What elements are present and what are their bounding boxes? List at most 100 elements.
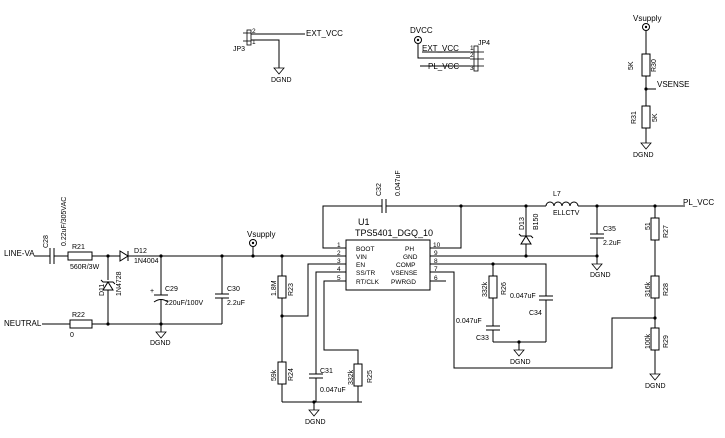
d12-diode bbox=[119, 250, 129, 262]
dgnd-label-jp3: DGND bbox=[271, 77, 292, 84]
r25-ref: R25 bbox=[367, 370, 374, 383]
c30-value: 2.2uF bbox=[227, 300, 245, 307]
u1-pin3-num: 3 bbox=[337, 258, 341, 265]
r29-resistor bbox=[650, 327, 660, 351]
c29-ref: C29 bbox=[165, 286, 178, 293]
ground-symbol-r29 bbox=[649, 373, 661, 381]
r26-ref: R26 bbox=[501, 282, 508, 295]
c34-capacitor bbox=[539, 295, 553, 301]
r30-resistor bbox=[641, 53, 651, 77]
ground-symbol-r31 bbox=[640, 142, 652, 150]
c32-ref: C32 bbox=[376, 183, 383, 196]
l7-inductor bbox=[545, 201, 579, 207]
r22-resistor bbox=[69, 319, 93, 329]
u1-pin4-name: SS/TR bbox=[356, 270, 375, 277]
r27-ref: R27 bbox=[663, 225, 670, 238]
d11-value: 1N4728 bbox=[116, 271, 123, 296]
r24-value: 59k bbox=[271, 369, 278, 381]
ground-symbol-jp3 bbox=[273, 67, 285, 75]
r26-resistor bbox=[488, 275, 498, 299]
d13-schottky-diode bbox=[518, 233, 534, 245]
jp4-pin1: 1 bbox=[470, 45, 474, 52]
jp3-connector: 2 1 JP3 bbox=[233, 28, 256, 53]
d13-value: B150 bbox=[533, 214, 540, 230]
u1-pin1-num: 1 bbox=[337, 242, 341, 249]
c34-ref: C34 bbox=[529, 310, 542, 317]
u1-part: TPS5401_DGQ_10 bbox=[355, 228, 433, 238]
vsupply-terminal-top bbox=[642, 23, 650, 31]
c28-value: 0.22uF/305VAC bbox=[61, 197, 68, 246]
c28-ref: C28 bbox=[43, 235, 50, 248]
jp4-pin3: 3 bbox=[470, 65, 474, 72]
r28-resistor bbox=[650, 275, 660, 299]
r21-ref: R21 bbox=[72, 244, 85, 251]
d13-ref: D13 bbox=[519, 217, 526, 230]
r29-value: 100k bbox=[645, 333, 652, 349]
u1-ref: U1 bbox=[358, 217, 370, 227]
jp4-ref: JP4 bbox=[478, 40, 490, 47]
r28-value: 316k bbox=[645, 281, 652, 297]
u1-pin8-name: COMP bbox=[396, 262, 416, 269]
c30-ref: C30 bbox=[227, 286, 240, 293]
vsupply-label-input: Vsupply bbox=[247, 230, 275, 239]
r27-resistor bbox=[650, 217, 660, 241]
d11-ref: D11 bbox=[99, 284, 106, 296]
u1-pin9-num: 9 bbox=[434, 250, 438, 257]
ext-vcc-label-jp4: EXT_VCC bbox=[422, 44, 459, 53]
jp4-pin2: 2 bbox=[470, 52, 474, 59]
r24-ref: R24 bbox=[288, 368, 295, 381]
r23-resistor bbox=[277, 275, 287, 299]
dgnd-label-r29: DGND bbox=[645, 383, 666, 390]
u1-pin8-num: 8 bbox=[434, 258, 438, 265]
c31-value: 0.047uF bbox=[320, 387, 346, 394]
r25-value: 332k bbox=[348, 369, 355, 385]
c31-ref: C31 bbox=[320, 368, 333, 375]
r22-ref: R22 bbox=[72, 312, 85, 319]
u1-pin1-name: BOOT bbox=[356, 246, 374, 253]
d12-value: 1N4004 bbox=[134, 258, 159, 265]
u1-pin6-num: 6 bbox=[434, 275, 438, 282]
r30-value: 5K bbox=[628, 61, 635, 70]
c32-value: 0.047uF bbox=[395, 170, 402, 196]
c33-value: 0.047uF bbox=[456, 318, 482, 325]
r29-ref: R29 bbox=[663, 335, 670, 348]
dvcc-terminal bbox=[414, 36, 422, 44]
dgnd-label-c35: DGND bbox=[590, 272, 611, 279]
c32-capacitor bbox=[381, 199, 387, 213]
r27-value: 51 bbox=[645, 222, 652, 230]
ground-symbol-c35 bbox=[591, 263, 603, 271]
u1-pin3-name: EN bbox=[356, 262, 365, 269]
c30-capacitor bbox=[215, 293, 229, 299]
dgnd-label-comp: DGND bbox=[510, 359, 531, 366]
r21-value: 560R/3W bbox=[70, 264, 100, 271]
u1-pin7-name: VSENSE bbox=[391, 270, 418, 277]
u1-pin4-num: 4 bbox=[337, 266, 341, 273]
c29-electrolytic-capacitor: + bbox=[150, 288, 169, 303]
vsupply-terminal-input bbox=[249, 239, 257, 247]
u1-pin10-num: 10 bbox=[433, 242, 441, 249]
r31-value: 5K bbox=[652, 113, 659, 122]
vsupply-label-top: Vsupply bbox=[633, 14, 661, 23]
dgnd-label-r31: DGND bbox=[633, 152, 654, 159]
r23-value: 1.8M bbox=[271, 280, 278, 296]
u1-pin5-num: 5 bbox=[337, 275, 341, 282]
u1-pin7-num: 7 bbox=[434, 266, 438, 273]
d12-ref: D12 bbox=[134, 248, 147, 255]
u1-pin10-name: PH bbox=[405, 246, 414, 253]
jp3-ref: JP3 bbox=[233, 46, 245, 53]
c35-capacitor bbox=[590, 233, 604, 239]
pl-vcc-label-jp4: PL_VCC bbox=[428, 62, 459, 71]
r25-resistor bbox=[353, 363, 363, 387]
l7-value: ELLCTV bbox=[553, 210, 580, 217]
l7-ref: L7 bbox=[553, 191, 561, 198]
c34-value: 0.047uF bbox=[510, 293, 536, 300]
u1-pin9-name: GND bbox=[403, 254, 418, 261]
dgnd-label-c29: DGND bbox=[150, 340, 171, 347]
u1-ic bbox=[345, 239, 431, 291]
r28-ref: R28 bbox=[663, 283, 670, 296]
c29-value: 220uF/100V bbox=[165, 300, 203, 307]
r31-resistor bbox=[641, 105, 651, 129]
r30-ref: R30 bbox=[651, 59, 658, 72]
c33-capacitor bbox=[486, 325, 500, 331]
jp3-pin2: 2 bbox=[252, 28, 256, 35]
